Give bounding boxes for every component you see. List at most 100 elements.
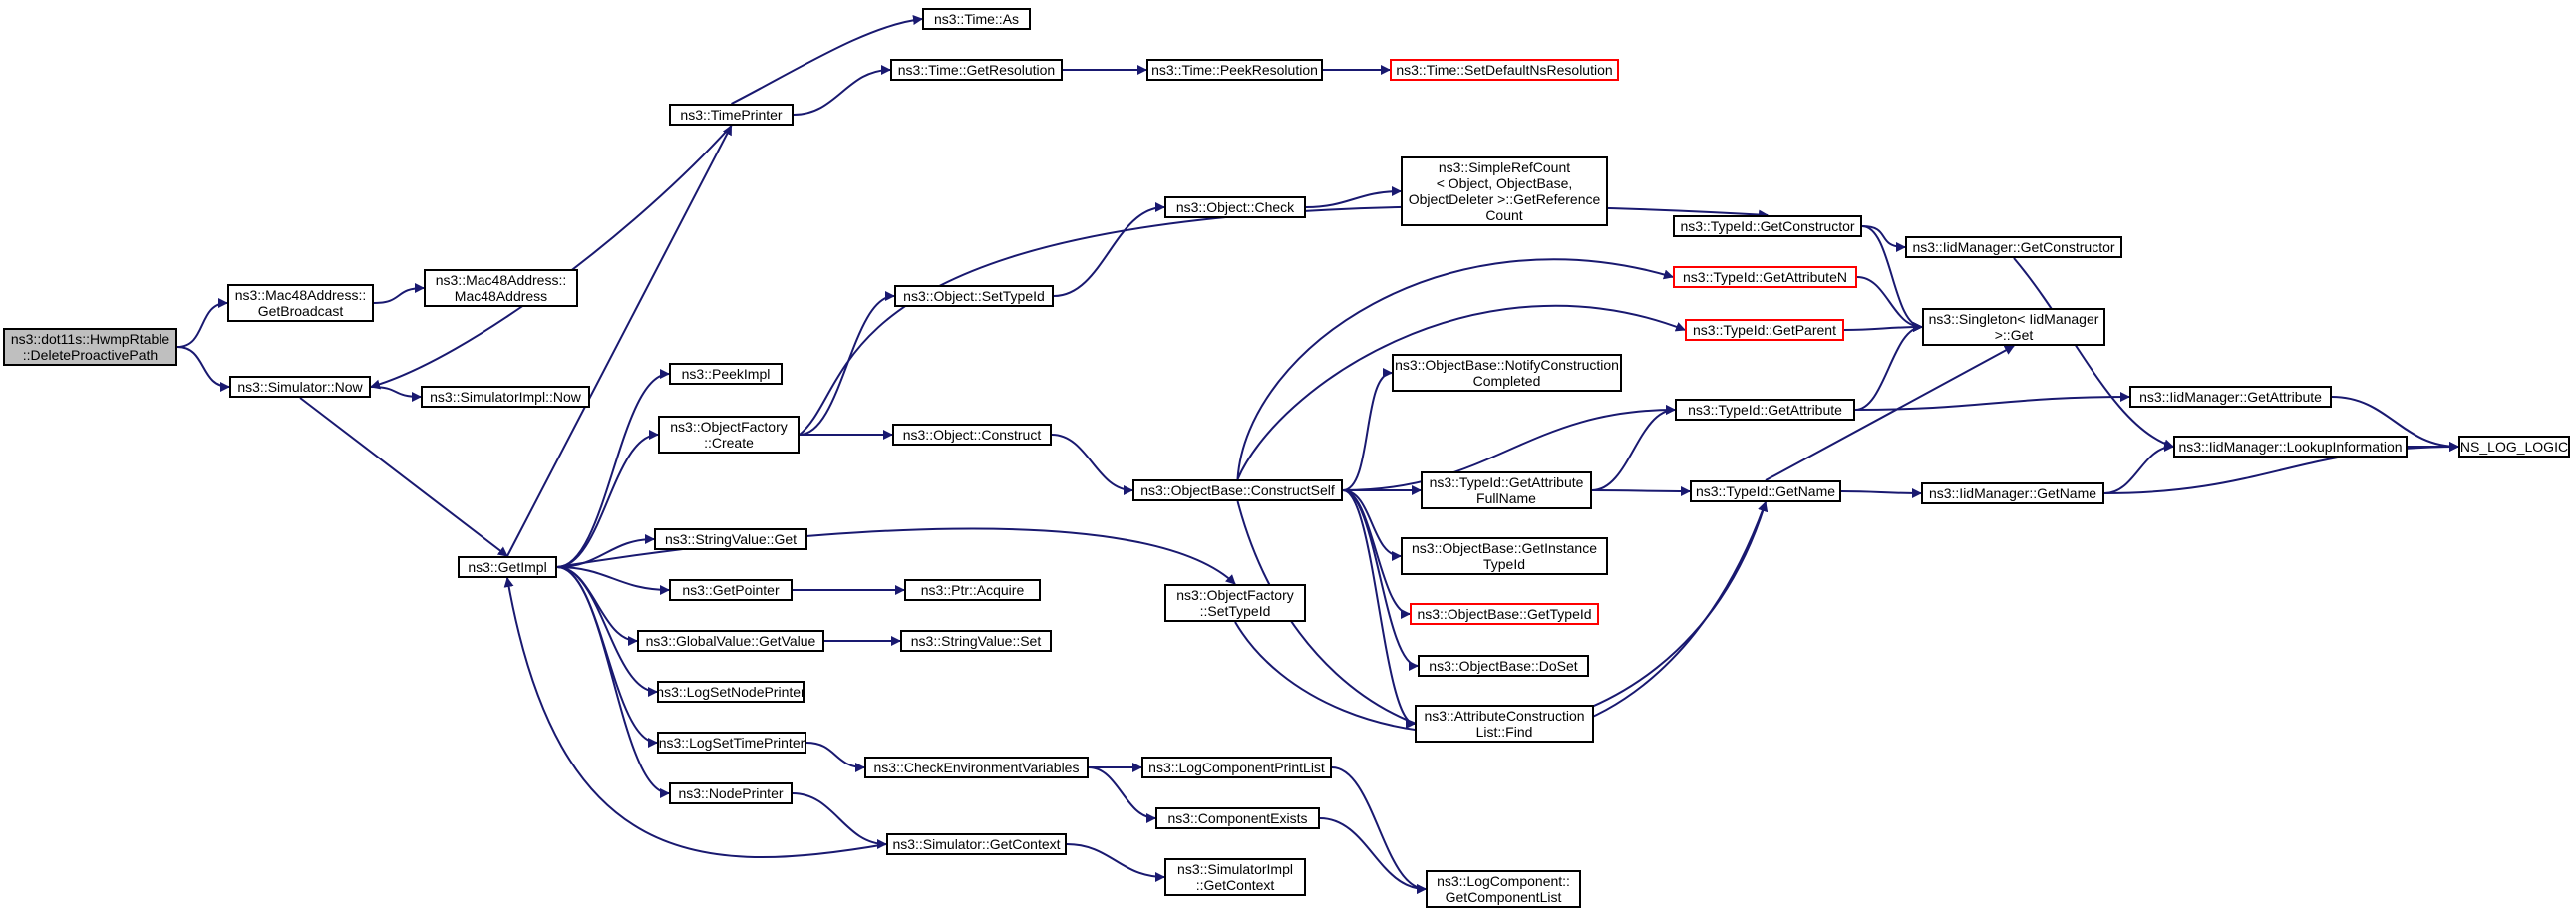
node-mac48address-mac48address[interactable]: ns3::Mac48Address:: Mac48Address [424,269,578,307]
node-object-construct[interactable]: ns3::Object::Construct [892,424,1052,446]
edge-componentexists-to-logcomponent_getcomponentlist [1319,817,1427,894]
edge-objectbase_constructself-to-typeid_getparent [1236,304,1686,480]
node-time-as[interactable]: ns3::Time::As [922,8,1031,30]
edge-logsettimeprinter-to-checkenvironmentvariables [805,742,865,772]
edge-timeprinter-to-simulator_now [370,125,733,390]
node-simulator-getcontext[interactable]: ns3::Simulator::GetContext [886,833,1067,855]
edge-iidmanager_getname-to-iidmanager_lookupinformation [2103,442,2174,494]
edge-getimpl-to-getpointer [556,566,670,595]
edge-simulator_now-to-getimpl [299,397,508,557]
node-nodeprinter[interactable]: ns3::NodePrinter [669,782,793,804]
node-logsetnodeprinter[interactable]: ns3::LogSetNodePrinter [656,681,805,703]
edge-getimpl-to-peekimpl [556,369,670,568]
edge-typeid_getconstructor-to-iidmanager_getconstructor [1861,225,1906,252]
edge-typeid_getname-to-iidmanager_getname [1840,487,1922,498]
edge-root-to-simulator_now [176,346,230,392]
node-ptr-acquire[interactable]: ns3::Ptr::Acquire [904,579,1041,601]
edge-getimpl-to-globalvalue_getvalue [556,566,638,646]
edge-typeid_getconstructor-to-singleton_iidmanager_get [1861,225,1923,332]
edge-objectfactory_create-to-object_settypeid [799,291,895,436]
node-typeid-getattribute[interactable]: ns3::TypeId::GetAttribute [1675,399,1855,421]
node-typeid-getparent[interactable]: ns3::TypeId::GetParent [1685,319,1844,341]
node-objectbase-constructself[interactable]: ns3::ObjectBase::ConstructSelf [1132,479,1343,501]
node-attributeconstructionlist-find[interactable]: ns3::AttributeConstruction List::Find [1415,705,1594,743]
edge-iidmanager_getattribute-to-ns_log_logic [2331,396,2459,452]
node-objectbase-doset[interactable]: ns3::ObjectBase::DoSet [1418,655,1589,677]
node-componentexists[interactable]: ns3::ComponentExists [1155,807,1320,829]
node-simulatorimpl-now[interactable]: ns3::SimulatorImpl::Now [421,386,590,408]
node-simulatorimpl-getcontext[interactable]: ns3::SimulatorImpl ::GetContext [1164,858,1306,896]
edge-getimpl-to-objectfactory_settypeid [556,527,1236,585]
edge-timeprinter-to-time_as [731,15,923,105]
node-logsettimeprinter[interactable]: ns3::LogSetTimePrinter [657,732,806,754]
edge-getimpl-to-nodeprinter [556,566,670,798]
node-objectbase-getinstancetypeid[interactable]: ns3::ObjectBase::GetInstance TypeId [1401,537,1608,575]
node-logcomponentprintlist[interactable]: ns3::LogComponentPrintList [1141,757,1332,778]
edge-typeid_getattribute-to-singleton_iidmanager_get [1854,322,1923,411]
edge-objectbase_constructself-to-typeid_getattribute [1342,405,1676,491]
node-simulator-now[interactable]: ns3::Simulator::Now [229,376,371,398]
node-object-check[interactable]: ns3::Object::Check [1164,196,1306,218]
edge-checkenvironmentvariables-to-componentexists [1088,766,1156,823]
node-typeid-getconstructor[interactable]: ns3::TypeId::GetConstructor [1673,215,1862,237]
edge-simulator_getcontext-to-getimpl [503,577,887,859]
edge-objectfactory_create-to-typeid_getconstructor [799,204,1769,436]
node-hwmprtable-deleteproactivepath: ns3::dot11s::HwmpRtable ::DeleteProactiv… [3,328,177,366]
edge-mac48_getbroadcast-to-mac48_ctor [373,283,425,304]
node-typeid-getattributen[interactable]: ns3::TypeId::GetAttributeN [1673,266,1857,288]
node-objectfactory-settypeid[interactable]: ns3::ObjectFactory ::SetTypeId [1164,584,1306,622]
node-objectfactory-create[interactable]: ns3::ObjectFactory ::Create [658,416,800,454]
edge-typeid_getname-to-singleton_iidmanager_get [1765,345,2015,481]
edge-objectbase_constructself-to-attributeconstructionlist_find [1342,489,1416,729]
node-mac48address-getbroadcast[interactable]: ns3::Mac48Address:: GetBroadcast [227,284,374,322]
edge-objectbase_constructself-to-objectbase_notifyconstructioncompleted [1342,368,1393,491]
node-iidmanager-lookupinformation[interactable]: ns3::IidManager::LookupInformation [2173,436,2408,458]
node-time-setdefaultnsresolution[interactable]: ns3::Time::SetDefaultNsResolution [1390,59,1619,81]
node-getimpl[interactable]: ns3::GetImpl [458,556,557,578]
edge-root-to-mac48_getbroadcast [176,298,228,348]
node-iidmanager-getconstructor[interactable]: ns3::IidManager::GetConstructor [1905,236,2122,258]
edge-typeid_getattributefullname-to-typeid_getname [1591,485,1691,496]
edge-typeid_getattributefullname-to-typeid_getattribute [1591,405,1676,491]
edge-typeid_getattribute-to-iidmanager_getattribute [1854,392,2130,411]
node-time-peekresolution[interactable]: ns3::Time::PeekResolution [1146,59,1323,81]
edge-timeprinter-to-time_getresolution [793,65,891,116]
node-objectbase-notifyconstructioncompleted[interactable]: ns3::ObjectBase::NotifyConstruction Comp… [1392,354,1622,392]
node-object-settypeid[interactable]: ns3::Object::SetTypeId [894,285,1054,307]
edge-getimpl-to-stringvalue_get [556,534,655,568]
edge-simulator_now-to-simulatorimpl_now [370,386,422,402]
node-ns-log-logic[interactable]: NS_LOG_LOGIC [2458,436,2570,458]
node-iidmanager-getattribute[interactable]: ns3::IidManager::GetAttribute [2129,386,2332,408]
node-simplerefcount-getreferencecount[interactable]: ns3::SimpleRefCount < Object, ObjectBase… [1401,156,1608,226]
node-peekimpl[interactable]: ns3::PeekImpl [669,363,783,385]
node-globalvalue-getvalue[interactable]: ns3::GlobalValue::GetValue [637,630,824,652]
node-singleton-iidmanager-get[interactable]: ns3::Singleton< IidManager >::Get [1922,308,2105,346]
node-time-getresolution[interactable]: ns3::Time::GetResolution [890,59,1063,81]
node-typeid-getattributefullname[interactable]: ns3::TypeId::GetAttribute FullName [1421,471,1592,509]
edge-iidmanager_getconstructor-to-iidmanager_lookupinformation [2013,257,2174,450]
node-getpointer[interactable]: ns3::GetPointer [669,579,793,601]
edge-typeid_getattributen-to-singleton_iidmanager_get [1856,276,1923,332]
edge-logcomponentprintlist-to-logcomponent_getcomponentlist [1331,766,1427,894]
node-stringvalue-set[interactable]: ns3::StringValue::Set [900,630,1052,652]
edge-objectbase_constructself-to-typeid_getattributen [1236,258,1674,480]
node-logcomponent-getcomponentlist[interactable]: ns3::LogComponent:: GetComponentList [1426,870,1581,908]
node-iidmanager-getname[interactable]: ns3::IidManager::GetName [1921,482,2104,504]
edge-simulator_getcontext-to-simulatorimpl_getcontext [1066,843,1165,882]
edge-objectbase_constructself-to-objectbase_doset [1342,489,1419,671]
edge-nodeprinter-to-simulator_getcontext [792,792,887,849]
node-stringvalue-get[interactable]: ns3::StringValue::Get [654,528,807,550]
node-typeid-getname[interactable]: ns3::TypeId::GetName [1690,480,1841,502]
edge-object_check-to-simplerefcount_getreferencecount [1305,186,1402,208]
edge-getimpl-to-logsetnodeprinter [556,566,658,697]
edge-getimpl-to-objectfactory_create [556,430,659,568]
edge-getimpl-to-logsettimeprinter [556,566,658,748]
node-timeprinter[interactable]: ns3::TimePrinter [669,104,794,126]
node-objectbase-gettypeid[interactable]: ns3::ObjectBase::GetTypeId [1410,603,1599,625]
node-checkenvironmentvariables[interactable]: ns3::CheckEnvironmentVariables [864,757,1089,778]
edge-object_settypeid-to-object_check [1053,202,1165,297]
edge-object_construct-to-objectbase_constructself [1051,434,1133,495]
edge-objectbase_constructself-to-objectbase_getinstancetypeid [1342,489,1402,561]
